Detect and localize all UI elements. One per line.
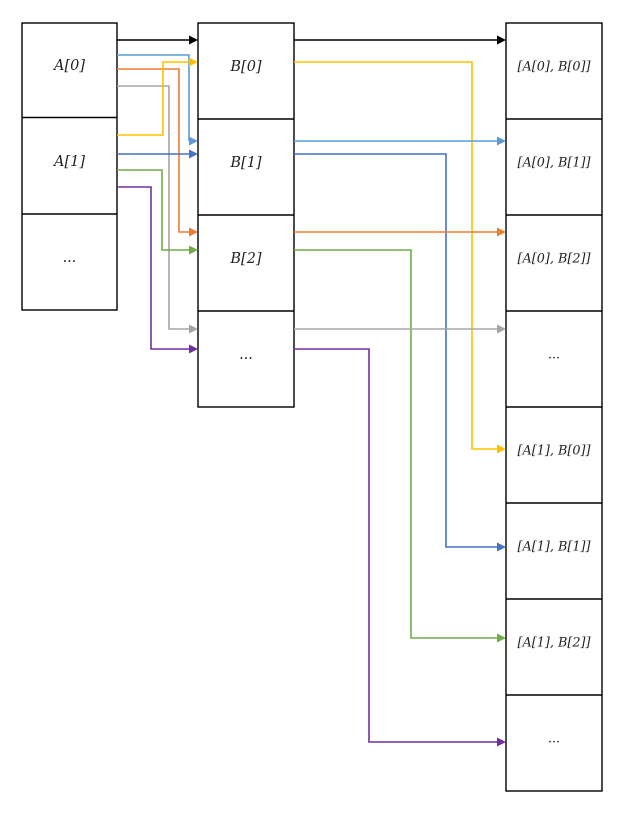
arrow-a1-to-b2 [117, 169, 198, 255]
arrow-a0-to-bdots-head [189, 324, 198, 334]
array-b-box: B[0] B[1] B[2] ... [197, 22, 295, 408]
array-b-cell-3-label: ... [239, 347, 253, 363]
arrow-a0-to-b2-head [189, 227, 198, 237]
product-cell-6-label: [A[1], B[2]] [517, 636, 590, 651]
product-cell-3-label: ... [548, 348, 560, 363]
arrow-a1-to-b0 [117, 57, 198, 136]
arrow-b2-to-pair2 [294, 227, 506, 237]
array-a-cell-2-label: ... [63, 250, 77, 266]
arrow-a0-to-b0 [117, 35, 198, 45]
array-a-outline [21, 22, 118, 311]
arrow-a1-to-b1-head [189, 149, 198, 159]
arrow-b0-to-pair0 [294, 35, 506, 45]
product-cell-7-label: ... [548, 732, 560, 747]
arrow-b1-to-pair1 [294, 136, 506, 146]
arrow-b1-to-pair5 [294, 153, 506, 552]
arrow-a1-to-bdots [117, 186, 198, 354]
arrow-b0-to-pair4-line [294, 61, 497, 450]
arrow-b2-to-pair2-head [497, 227, 506, 237]
arrow-a1-to-b0-line [117, 61, 189, 136]
arrow-bdots-to-pair7-head [497, 737, 506, 747]
array-b-cell-2-label: B[2] [229, 251, 262, 267]
product-cell-1-label: [A[0], B[1]] [517, 156, 590, 171]
array-a-cell-1-label: A[1] [52, 154, 85, 170]
product-cell-4-label: [A[1], B[0]] [517, 444, 590, 459]
arrow-b2-to-pair6-head [497, 633, 506, 643]
array-a-cell-0-label: A[0] [52, 58, 85, 74]
array-b-cell-0-label: B[0] [229, 59, 262, 75]
array-a-box: A[0] A[1] ... [21, 22, 118, 311]
arrow-a0-to-bdots [117, 85, 198, 334]
arrow-a0-to-b2-line [117, 68, 189, 233]
product-cell-0-label: [A[0], B[0]] [517, 60, 590, 75]
arrow-a0-to-b0-head [189, 35, 198, 45]
arrow-bdots-to-pair7 [294, 348, 506, 747]
arrow-b0-to-pair0-head [497, 35, 506, 45]
arrow-a0-to-bdots-line [117, 85, 189, 330]
arrow-bdots-to-pair3-head [497, 324, 506, 334]
arrow-bdots-to-pair3 [294, 324, 506, 334]
arrow-b0-to-pair4 [294, 61, 506, 454]
arrow-a0-to-b1-line [117, 54, 190, 141]
arrow-a1-to-bdots-head [189, 344, 198, 354]
product-cell-2-label: [A[0], B[2]] [517, 252, 590, 267]
array-b-cell-1-label: B[1] [229, 155, 262, 171]
arrow-a1-to-b0-head [189, 57, 198, 67]
arrow-bdots-to-pair7-line [294, 348, 497, 743]
arrow-b1-to-pair5-head [497, 542, 506, 552]
arrow-b1-to-pair1-head [497, 136, 506, 146]
arrow-b1-to-pair5-line [294, 153, 497, 548]
arrow-b0-to-pair4-head [497, 444, 506, 454]
arrow-a1-to-b2-line [117, 169, 189, 251]
arrow-a1-to-b1 [117, 149, 198, 159]
arrow-a1-to-b2-head [189, 245, 198, 255]
product-array-box: [A[0], B[0]] [A[0], B[1]] [A[0], B[2]] .… [505, 22, 603, 792]
arrow-b2-to-pair6 [294, 249, 506, 643]
arrow-a1-to-bdots-line [117, 186, 189, 350]
product-cell-5-label: [A[1], B[1]] [517, 540, 590, 555]
arrow-a0-to-b2 [117, 68, 198, 237]
arrow-a0-to-b1 [117, 54, 198, 146]
arrow-b2-to-pair6-line [294, 249, 497, 639]
arrow-a0-to-b1-head [189, 136, 198, 146]
